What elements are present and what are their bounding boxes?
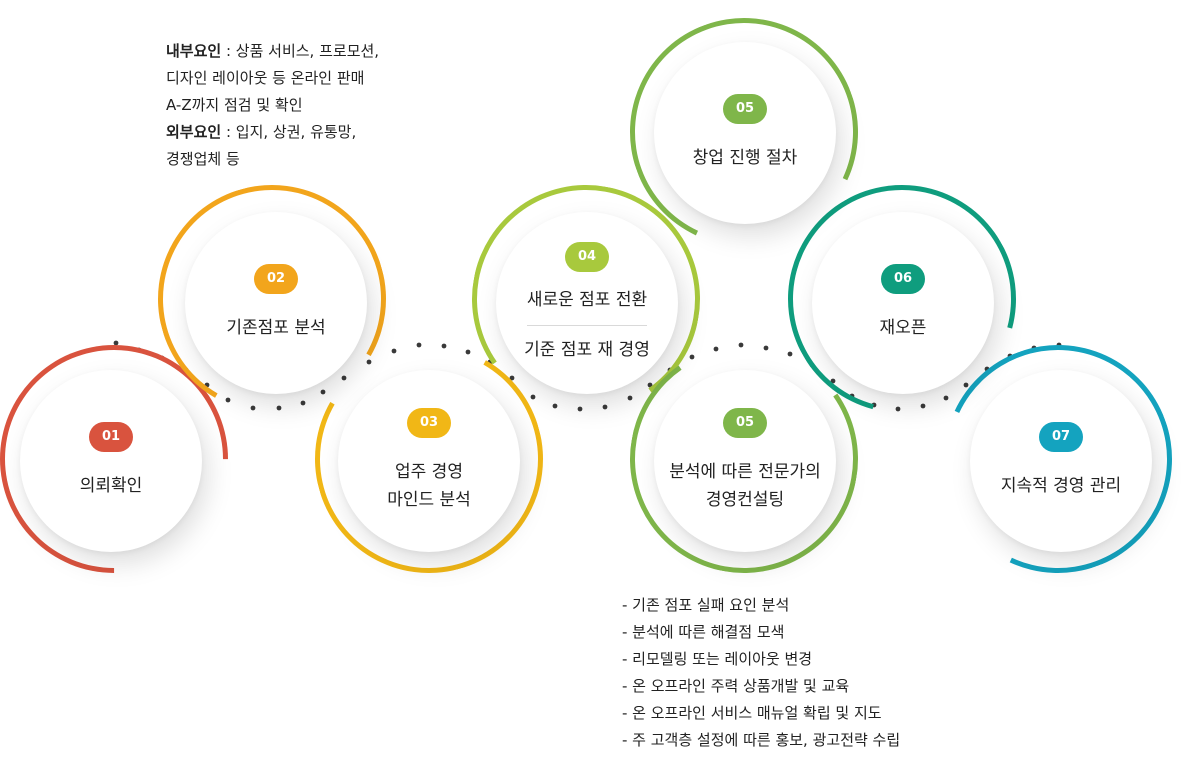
connector-dot — [667, 367, 673, 373]
connector-dot — [1007, 353, 1013, 359]
connector-dot — [577, 406, 583, 412]
bullet-item: - 기존 점포 실패 요인 분석 — [622, 596, 790, 614]
bullet-item: - 주 고객층 설정에 따른 홍보, 광고전략 수립 — [622, 731, 901, 749]
connector-dot — [809, 362, 815, 368]
connector-dot — [763, 345, 769, 351]
connector-dot — [984, 366, 990, 372]
connector-dot — [113, 340, 119, 346]
connector-dot — [1056, 342, 1062, 348]
connector-dot — [276, 405, 282, 411]
step-07-circle: 07 지속적 경영 관리 — [970, 370, 1152, 552]
connector-dot — [1031, 345, 1037, 351]
bullet-item: - 리모델링 또는 레이아웃 변경 — [622, 650, 813, 668]
connector-dot — [509, 375, 515, 381]
note-line: 경쟁업체 등 — [166, 150, 240, 168]
bullet-item: - 온 오프라인 서비스 매뉴얼 확립 및 지도 — [622, 704, 882, 722]
step-title-secondary: 기준 점포 재 경영 — [524, 339, 650, 360]
step-title: 기존점포 분석 — [226, 317, 326, 338]
note-line: A-Z까지 점검 및 확인 — [166, 96, 303, 114]
connector-dot — [602, 404, 608, 410]
connector-dot — [647, 382, 653, 388]
connector-dot — [225, 397, 231, 403]
connector-dot — [871, 402, 877, 408]
step-badge: 06 — [881, 263, 925, 294]
step-title: 창업 진행 절차 — [692, 147, 798, 168]
step-badge: 07 — [1039, 421, 1083, 452]
step-title: 업주 경영 마인드 분석 — [387, 461, 471, 510]
step-title: 분석에 따른 전문가의 경영컨설팅 — [669, 461, 821, 510]
connector-dot — [159, 355, 165, 361]
connector-dot — [416, 342, 422, 348]
connector-dot — [738, 342, 744, 348]
connector-dot — [689, 354, 695, 360]
step-badge: 05 — [723, 93, 767, 124]
connector-dot — [713, 346, 719, 352]
bullet-item: - 분석에 따른 해결점 모색 — [622, 623, 785, 641]
step-badge: 01 — [89, 421, 133, 452]
connector-dot — [787, 351, 793, 357]
connector-dot — [441, 343, 447, 349]
connector-dot — [530, 394, 536, 400]
step-title: 의뢰확인 — [79, 475, 143, 496]
connector-dot — [250, 405, 256, 411]
step-badge: 05 — [723, 407, 767, 438]
connector-dot — [830, 378, 836, 384]
step-title-primary: 새로운 점포 전환 — [526, 290, 648, 311]
step-04-circle: 04 새로운 점포 전환 기준 점포 재 경영 — [496, 212, 678, 394]
connector-dot — [849, 393, 855, 399]
step-05-bottom-circle: 05 분석에 따른 전문가의 경영컨설팅 — [654, 370, 836, 552]
note-line: 디자인 레이아웃 등 온라인 판매 — [166, 69, 365, 87]
bottom-note: - 기존 점포 실패 요인 분석 - 분석에 따른 해결점 모색 - 리모델링 … — [622, 592, 900, 754]
connector-dot — [366, 359, 372, 365]
connector-dot — [341, 375, 347, 381]
connector-dot — [487, 359, 493, 365]
note-line: 외부요인 : 입지, 상권, 유통망, — [166, 123, 357, 141]
connector-dot — [391, 348, 397, 354]
connector-dot — [920, 403, 926, 409]
connector-dot — [320, 389, 326, 395]
step-badge: 04 — [565, 242, 609, 273]
connector-dot — [943, 395, 949, 401]
step-03-circle: 03 업주 경영 마인드 분석 — [338, 370, 520, 552]
step-title: 지속적 경영 관리 — [1000, 475, 1122, 496]
divider — [527, 324, 647, 326]
step-05-top-circle: 05 창업 진행 절차 — [654, 42, 836, 224]
connector-dot — [136, 347, 142, 353]
connector-dot — [300, 400, 306, 406]
note-line: 내부요인 : 상품 서비스, 프로모션, — [166, 42, 380, 60]
connector-dot — [204, 382, 210, 388]
connector-dot — [552, 403, 558, 409]
bullet-item: - 온 오프라인 주력 상품개발 및 교육 — [622, 677, 850, 695]
step-badge: 02 — [254, 263, 298, 294]
connector-dot — [963, 382, 969, 388]
connector-dot — [627, 395, 633, 401]
step-06-circle: 06 재오픈 — [812, 212, 994, 394]
top-note: 내부요인 : 상품 서비스, 프로모션, 디자인 레이아웃 등 온라인 판매 A… — [166, 38, 379, 173]
step-badge: 03 — [407, 407, 451, 438]
step-02-circle: 02 기존점포 분석 — [185, 212, 367, 394]
connector-dot — [183, 367, 189, 373]
step-title: 재오픈 — [879, 317, 927, 338]
connector-dot — [465, 349, 471, 355]
connector-dot — [895, 406, 901, 412]
step-01-circle: 01 의뢰확인 — [20, 370, 202, 552]
